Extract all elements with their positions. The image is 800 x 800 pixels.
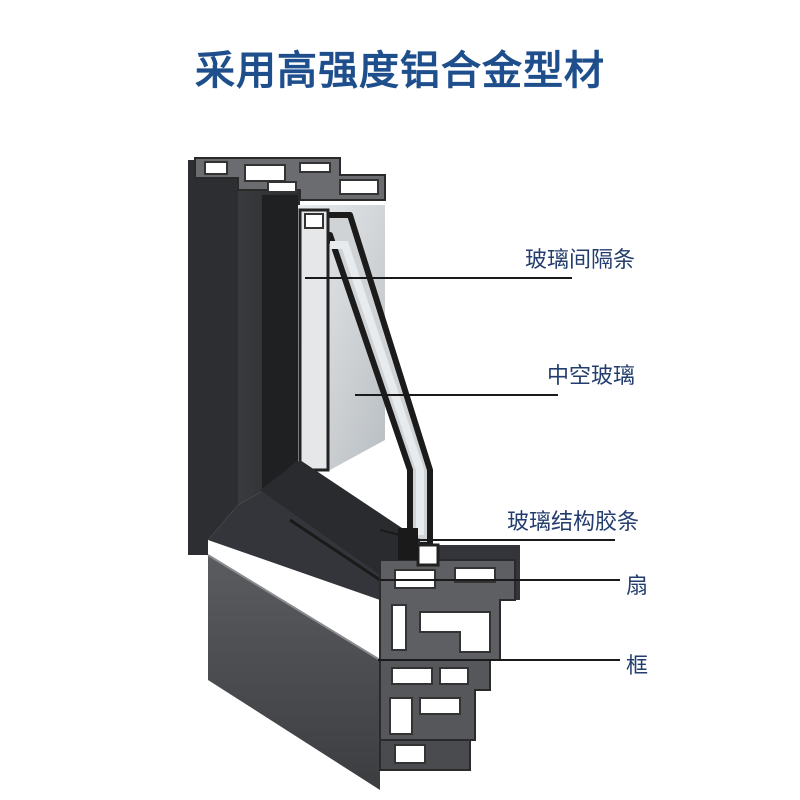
bottom-frame-face <box>208 555 380 790</box>
callout-spacer-label: 玻璃间隔条 <box>525 248 636 273</box>
leader-glazing-gasket <box>379 529 615 541</box>
sash-vertical <box>262 195 298 490</box>
callout-insulated-glass-label: 中空玻璃 <box>547 364 636 389</box>
glazing-gasket-shape <box>398 528 418 560</box>
page-title: 采用高强度铝合金型材 <box>195 48 605 94</box>
callout-frame-label: 框 <box>626 654 649 679</box>
callout-glazing-gasket-label: 玻璃结构胶条 <box>507 510 640 535</box>
callout-sash-label: 扇 <box>626 574 649 599</box>
spacer-bar <box>298 208 330 472</box>
leader-lines <box>305 277 620 661</box>
sash-mitre-face <box>260 460 420 575</box>
top-profile-section <box>194 157 386 201</box>
frame-vertical-face <box>188 160 238 555</box>
spacer-bottom <box>416 543 440 567</box>
